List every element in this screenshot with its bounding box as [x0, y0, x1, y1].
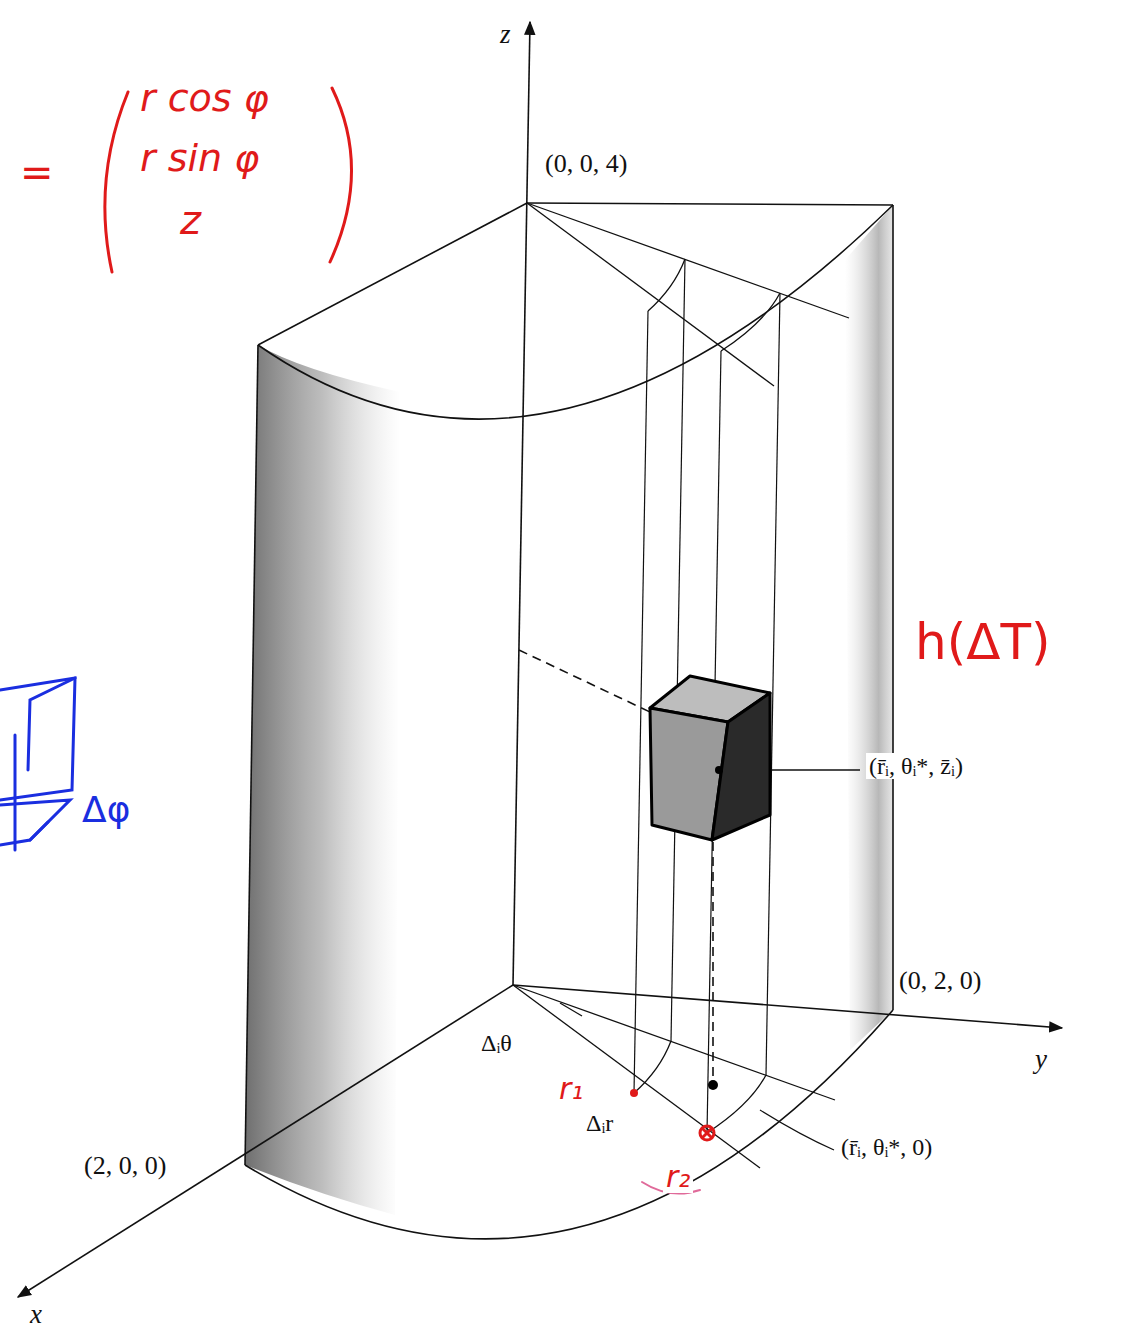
axis-label: z: [500, 20, 511, 50]
leader-line: [560, 1003, 582, 1016]
leader-line: [760, 1110, 834, 1150]
wedge-arc: [707, 1075, 766, 1133]
handwritten-note: h(ΔT): [915, 615, 1050, 670]
handwritten-mark: [630, 1089, 638, 1097]
top-arc: [258, 205, 893, 419]
axis-label: y: [1035, 1045, 1047, 1075]
dimension-label: Δᵢr: [583, 1110, 616, 1136]
point-label: (r̄ᵢ, θᵢ*, z̄ᵢ): [866, 753, 966, 779]
top-radius: [258, 203, 527, 345]
handwritten-mark: [703, 1129, 711, 1137]
dashed-projection: [712, 842, 714, 1082]
base-arc: [245, 1010, 893, 1239]
volume-element: [650, 676, 770, 840]
z-axis: [513, 22, 530, 985]
cylinder-edge: [245, 345, 258, 1165]
angle-label: Δᵢθ: [478, 1030, 515, 1056]
handwritten-note: =: [20, 150, 54, 194]
handwritten-note: r sin φ: [140, 138, 259, 180]
handwritten-note: r₁: [556, 1072, 586, 1105]
point-label: (0, 0, 4): [545, 150, 627, 179]
point-label: (r̄ᵢ, θᵢ*, 0): [838, 1134, 935, 1160]
sample-point: [708, 1080, 718, 1090]
handwritten-note: r₂: [663, 1160, 693, 1193]
wedge-line: [527, 203, 774, 386]
cylinder-edge: [892, 205, 894, 1010]
handwritten-bracket: [105, 92, 128, 272]
handwritten-bracket: [330, 88, 352, 262]
handwritten-note: r cos φ: [140, 78, 269, 120]
point-label: (2, 0, 0): [84, 1152, 166, 1181]
top-radius: [527, 203, 893, 205]
wedge-line: [527, 203, 849, 318]
axis-label: x: [30, 1300, 42, 1330]
handwritten-note: z: [180, 198, 201, 242]
handwritten-sketch: [0, 678, 75, 850]
sample-point: [715, 766, 723, 774]
dashed-projection: [519, 650, 650, 712]
point-label: (0, 2, 0): [896, 967, 984, 996]
wedge-line: [513, 985, 760, 1168]
handwritten-mark: [700, 1126, 714, 1140]
handwritten-note: Δφ: [82, 790, 130, 830]
plane-edge: [766, 293, 780, 1075]
wedge-arc: [721, 293, 780, 351]
handwritten-mark: [703, 1129, 711, 1137]
plane-edge: [671, 259, 685, 1041]
wedge-arc: [634, 1041, 671, 1093]
x-axis: [18, 985, 513, 1297]
surface-shading: [245, 345, 400, 1215]
surface-shading: [845, 205, 893, 1050]
plane-edge: [634, 311, 648, 1093]
wedge-arc: [648, 259, 685, 311]
